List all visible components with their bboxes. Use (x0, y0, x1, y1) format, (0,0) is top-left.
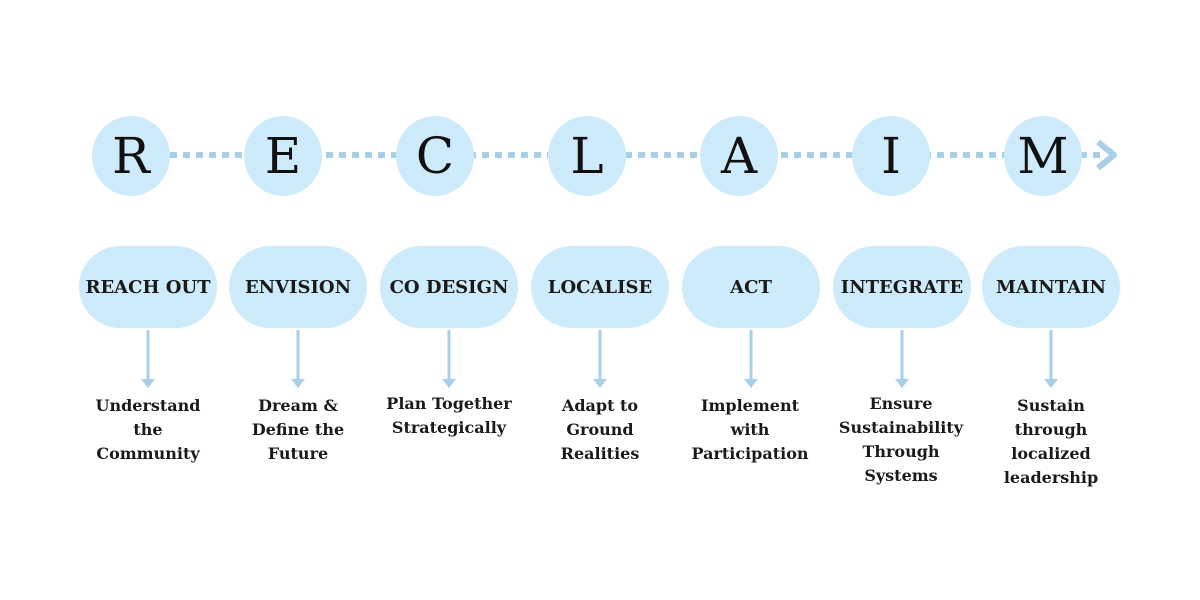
description-line: Define the (251, 420, 345, 439)
letter-circle-m: M (1004, 116, 1082, 196)
phase-label-integrate: INTEGRATE (840, 276, 964, 298)
description-line: through (1014, 420, 1088, 439)
phase-pill-co-design: CO DESIGN (380, 246, 518, 328)
phase-label-localise: LOCALISE (547, 276, 653, 298)
phase-pill-maintain: MAINTAIN (982, 246, 1120, 328)
timeline-arrowhead-icon (1096, 139, 1117, 171)
down-arrow-head-icon (141, 379, 155, 388)
description-maintain: Sustain through localized leadership (976, 394, 1126, 490)
description-act: Implement with Participation (675, 394, 825, 466)
description-line: Plan Together (386, 394, 512, 413)
description-line: Sustainability (838, 418, 964, 437)
down-arrow-head-icon (593, 379, 607, 388)
description-integrate: Ensure Sustainability Through Systems (826, 392, 976, 488)
phase-label-act: ACT (730, 276, 772, 298)
description-line: Community (96, 444, 200, 463)
description-line: localized (1011, 444, 1091, 463)
letter-a: A (720, 127, 758, 185)
description-line: Dream & (258, 396, 338, 415)
description-line: Realities (560, 444, 640, 463)
letter-r: R (112, 127, 150, 185)
letter-i: I (881, 127, 901, 185)
letter-circle-i: I (852, 116, 930, 196)
phase-pill-act: ACT (682, 246, 820, 328)
description-line: Ground (566, 420, 634, 439)
phase-pill-localise: LOCALISE (531, 246, 669, 328)
description-line: Implement (701, 396, 799, 415)
phase-pill-integrate: INTEGRATE (833, 246, 971, 328)
description-line: Sustain (1017, 396, 1085, 415)
letter-circle-e: E (244, 116, 322, 196)
description-line: Systems (864, 466, 938, 485)
description-co-design: Plan Together Strategically (374, 392, 524, 440)
down-arrow-head-icon (1044, 379, 1058, 388)
description-line: Adapt to (561, 396, 639, 415)
description-line: Participation (691, 444, 809, 463)
description-reach-out: Understand the Community (73, 394, 223, 466)
phase-label-envision: ENVISION (244, 276, 352, 298)
letter-circle-c: C (396, 116, 474, 196)
letter-e: E (264, 127, 302, 185)
description-line: leadership (1003, 468, 1099, 487)
phase-label-maintain: MAINTAIN (995, 276, 1106, 298)
letter-l: L (570, 127, 604, 185)
description-line: Through (862, 442, 940, 461)
description-line: Future (267, 444, 329, 463)
letter-circle-r: R (92, 116, 170, 196)
phase-pill-reach-out: REACH OUT (79, 246, 217, 328)
down-arrow-head-icon (291, 379, 305, 388)
phase-pill-envision: ENVISION (229, 246, 367, 328)
description-line: Understand (95, 396, 201, 415)
phase-label-co-design: CO DESIGN (389, 276, 509, 298)
down-arrow-head-icon (895, 379, 909, 388)
description-localise: Adapt to Ground Realities (525, 394, 675, 466)
phase-label-reach-out: REACH OUT (85, 276, 211, 298)
down-arrow-head-icon (744, 379, 758, 388)
description-line: Ensure (869, 394, 933, 413)
description-line: Strategically (391, 418, 507, 437)
letter-circle-a: A (700, 116, 778, 196)
description-envision: Dream & Define the Future (223, 394, 373, 466)
letter-m: M (1017, 127, 1069, 185)
letter-c: C (415, 127, 455, 185)
letter-circle-l: L (548, 116, 626, 196)
down-arrow-head-icon (442, 379, 456, 388)
description-line: with (730, 420, 770, 439)
description-line: the (133, 420, 163, 439)
